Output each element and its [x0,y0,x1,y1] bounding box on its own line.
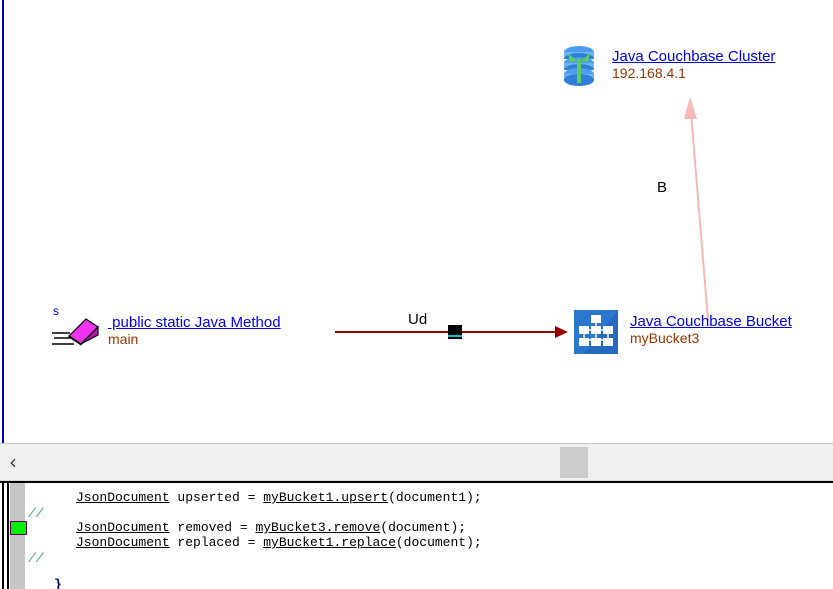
node-method-labels: public static Java Method main [108,314,281,348]
node-bucket-subtitle: myBucket3 [630,330,700,346]
node-cluster-labels: Java Couchbase Cluster 192.168.4.1 [612,48,776,82]
java-method-icon [52,318,99,346]
editor-border-inner [7,483,9,589]
node-bucket-title[interactable]: Java Couchbase Bucket [630,313,792,330]
horizontal-scroll-thumb[interactable] [560,447,588,478]
node-bucket-labels: Java Couchbase Bucket myBucket3 [630,313,792,347]
horizontal-scrollbar[interactable]: ‹ [0,443,833,481]
node-cluster-subtitle: 192.168.4.1 [612,65,686,81]
edge-ud-label: Ud [408,311,428,328]
node-cluster-title[interactable]: Java Couchbase Cluster [612,48,776,65]
couchbase-bucket-icon [574,310,618,354]
node-method-title[interactable]: public static Java Method [108,314,281,331]
java-method-static-badge: s [53,304,59,318]
diagram-canvas[interactable]: B Ud Java Couchbase Cluster 192.168. [0,0,833,443]
code-line[interactable]: JsonDocument upserted = myBucket1.upsert… [76,490,482,505]
code-line[interactable]: JsonDocument removed = myBucket3.remove(… [76,520,467,535]
edge-ud-arrowhead [555,326,568,338]
edge-b-label: B [657,179,668,196]
canvas-left-border [2,0,4,443]
edge-ud-marker-stripe [448,335,462,337]
editor-border-outer [2,483,4,589]
code-editor[interactable]: JsonDocument upserted = myBucket1.upsert… [0,481,833,589]
code-line[interactable]: JsonDocument replaced = myBucket1.replac… [76,535,482,550]
couchbase-cluster-icon [564,46,594,86]
code-line[interactable]: } [54,577,62,589]
edge-b-connector[interactable] [670,95,730,320]
code-line[interactable]: // [28,506,44,521]
editor-gutter[interactable] [10,483,25,589]
code-line[interactable]: // [28,551,44,566]
green-execution-marker[interactable] [10,521,27,535]
scroll-left-chevron-icon[interactable]: ‹ [9,450,17,474]
node-method-subtitle: main [108,331,139,347]
